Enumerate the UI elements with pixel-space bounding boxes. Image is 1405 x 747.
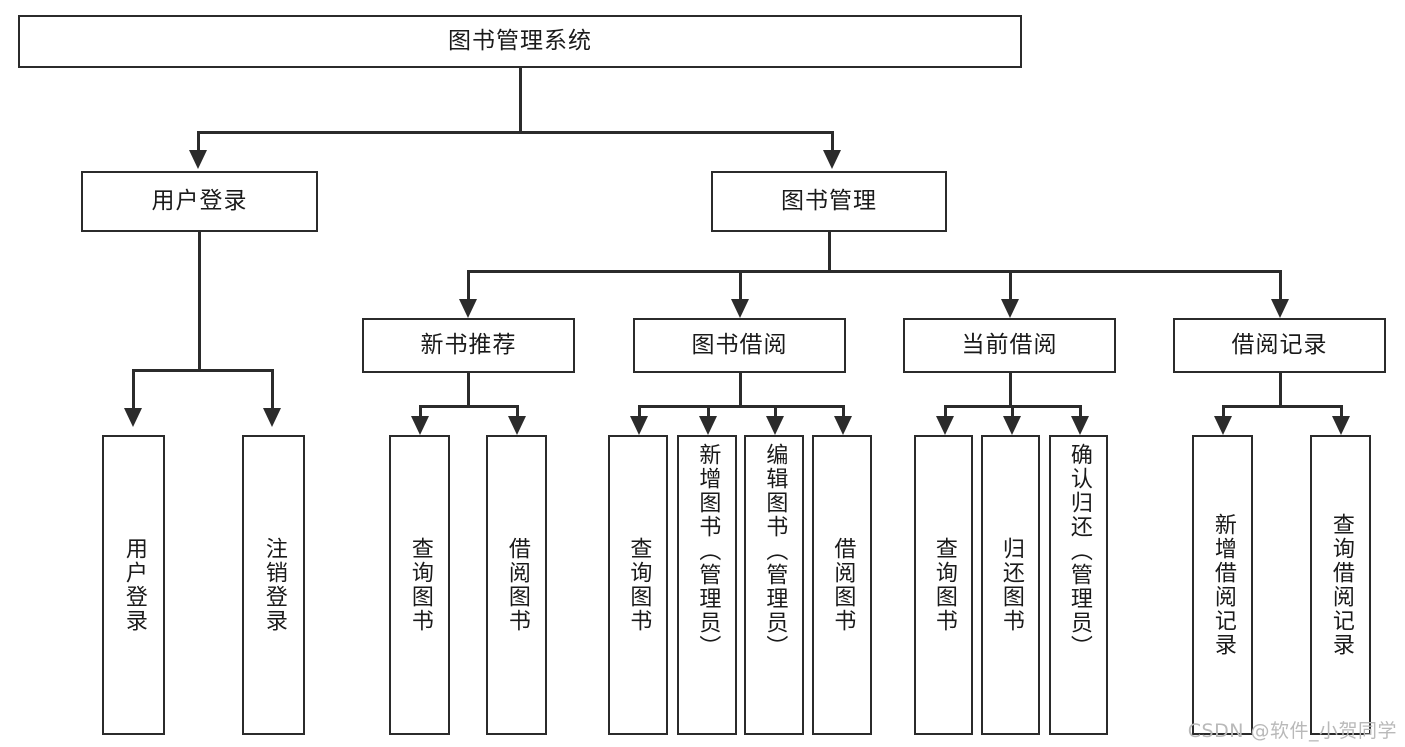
edge-book-borrow-stem <box>739 373 742 405</box>
edge-drop-user-login <box>197 131 200 157</box>
arrow-down-icon <box>731 299 749 318</box>
node-label: 归还图书 <box>998 537 1024 633</box>
arrow-down-icon <box>1003 416 1021 435</box>
edge-borrow-record-stem <box>1279 373 1282 405</box>
edge-drop-leaf <box>944 405 947 420</box>
node-label: 注销登录 <box>261 537 287 633</box>
edge-current-borrow-stem <box>1009 373 1012 405</box>
edge-drop-leaf <box>638 405 641 420</box>
node-label: 查询借阅记录 <box>1328 513 1354 657</box>
node-label: 借阅图书 <box>830 537 856 633</box>
node-user-login[interactable]: 用户登录 <box>81 171 318 232</box>
arrow-down-icon <box>263 408 281 427</box>
node-label: 图书管理系统 <box>448 27 592 54</box>
leaf-borrow-book[interactable]: 借阅图书 <box>812 435 872 735</box>
arrow-down-icon <box>411 416 429 435</box>
leaf-user-login[interactable]: 用户登录 <box>102 435 165 735</box>
leaf-edit-book-admin[interactable]: 编辑图书（管理员） <box>744 435 804 735</box>
node-label: 新书推荐 <box>420 331 517 358</box>
edge-level3-bus <box>467 270 1281 273</box>
edge-drop-leaf <box>1222 405 1225 420</box>
node-label: 用户登录 <box>151 187 248 214</box>
node-book-management[interactable]: 图书管理 <box>711 171 947 232</box>
edge-drop-leaf <box>271 369 274 409</box>
node-label: 借阅图书 <box>504 537 530 633</box>
arrow-down-icon <box>1332 416 1350 435</box>
node-label: 查询图书 <box>626 537 652 633</box>
arrow-down-icon <box>823 150 841 169</box>
node-book-borrow[interactable]: 图书借阅 <box>633 318 846 373</box>
node-label: 编辑图书（管理员） <box>762 443 788 659</box>
node-label: 确认归还（管理员） <box>1066 443 1092 659</box>
edge-drop-leaf <box>707 405 710 420</box>
arrow-down-icon <box>834 416 852 435</box>
edge-drop-leaf <box>1011 405 1014 420</box>
edge-new-book-stem <box>467 373 470 405</box>
node-label: 图书管理 <box>781 187 877 214</box>
edge-drop-book-manage <box>831 131 834 157</box>
edge-drop-leaf <box>1079 405 1082 420</box>
edge-drop-leaf <box>516 405 519 420</box>
csdn-watermark: CSDN @软件_小贺同学 <box>1187 720 1397 742</box>
node-label: 借阅记录 <box>1231 331 1328 358</box>
leaf-add-book-admin[interactable]: 新增图书（管理员） <box>677 435 737 735</box>
edge-borrow-record-leafbus <box>1222 405 1340 408</box>
leaf-logout[interactable]: 注销登录 <box>242 435 305 735</box>
node-new-book-recommend[interactable]: 新书推荐 <box>362 318 575 373</box>
node-label: 当前借阅 <box>961 331 1058 358</box>
leaf-query-book-borrow[interactable]: 查询图书 <box>608 435 668 735</box>
arrow-down-icon <box>124 408 142 427</box>
node-current-borrow[interactable]: 当前借阅 <box>903 318 1116 373</box>
node-label: 查询图书 <box>407 537 433 633</box>
arrow-down-icon <box>630 416 648 435</box>
arrow-down-icon <box>699 416 717 435</box>
leaf-query-borrow-record[interactable]: 查询借阅记录 <box>1310 435 1371 735</box>
edge-drop-current-borrow <box>1009 270 1012 300</box>
leaf-borrow-book-recommend[interactable]: 借阅图书 <box>486 435 547 735</box>
leaf-add-borrow-record[interactable]: 新增借阅记录 <box>1192 435 1253 735</box>
arrow-down-icon <box>508 416 526 435</box>
edge-drop-leaf <box>419 405 422 420</box>
edge-drop-borrow-record <box>1279 270 1282 300</box>
edge-drop-leaf <box>132 369 135 409</box>
arrow-down-icon <box>459 299 477 318</box>
edge-drop-book-borrow <box>739 270 742 300</box>
edge-drop-leaf <box>774 405 777 420</box>
node-label: 图书借阅 <box>691 331 788 358</box>
leaf-query-book-recommend[interactable]: 查询图书 <box>389 435 450 735</box>
arrow-down-icon <box>1001 299 1019 318</box>
edge-user-login-stem <box>198 232 201 369</box>
edge-book-borrow-leafbus <box>638 405 844 408</box>
edge-drop-leaf <box>1340 405 1343 420</box>
node-label: 新增图书（管理员） <box>695 443 721 659</box>
node-label: 查询图书 <box>931 537 957 633</box>
edge-user-login-leafbus <box>132 369 271 372</box>
node-label: 新增借阅记录 <box>1210 513 1236 657</box>
leaf-query-book-current[interactable]: 查询图书 <box>914 435 973 735</box>
node-borrow-record[interactable]: 借阅记录 <box>1173 318 1386 373</box>
arrow-down-icon <box>766 416 784 435</box>
leaf-return-book[interactable]: 归还图书 <box>981 435 1040 735</box>
arrow-down-icon <box>936 416 954 435</box>
node-root-system[interactable]: 图书管理系统 <box>18 15 1022 68</box>
edge-root-stem <box>519 68 522 131</box>
edge-drop-leaf <box>842 405 845 420</box>
edge-level2-bus <box>197 131 833 134</box>
edge-new-book-leafbus <box>419 405 516 408</box>
arrow-down-icon <box>1214 416 1232 435</box>
arrow-down-icon <box>1271 299 1289 318</box>
edge-book-manage-stem <box>828 232 831 270</box>
node-label: 用户登录 <box>121 537 147 633</box>
arrow-down-icon <box>1071 416 1089 435</box>
arrow-down-icon <box>189 150 207 169</box>
edge-drop-new-book <box>467 270 470 300</box>
leaf-confirm-return-admin[interactable]: 确认归还（管理员） <box>1049 435 1108 735</box>
